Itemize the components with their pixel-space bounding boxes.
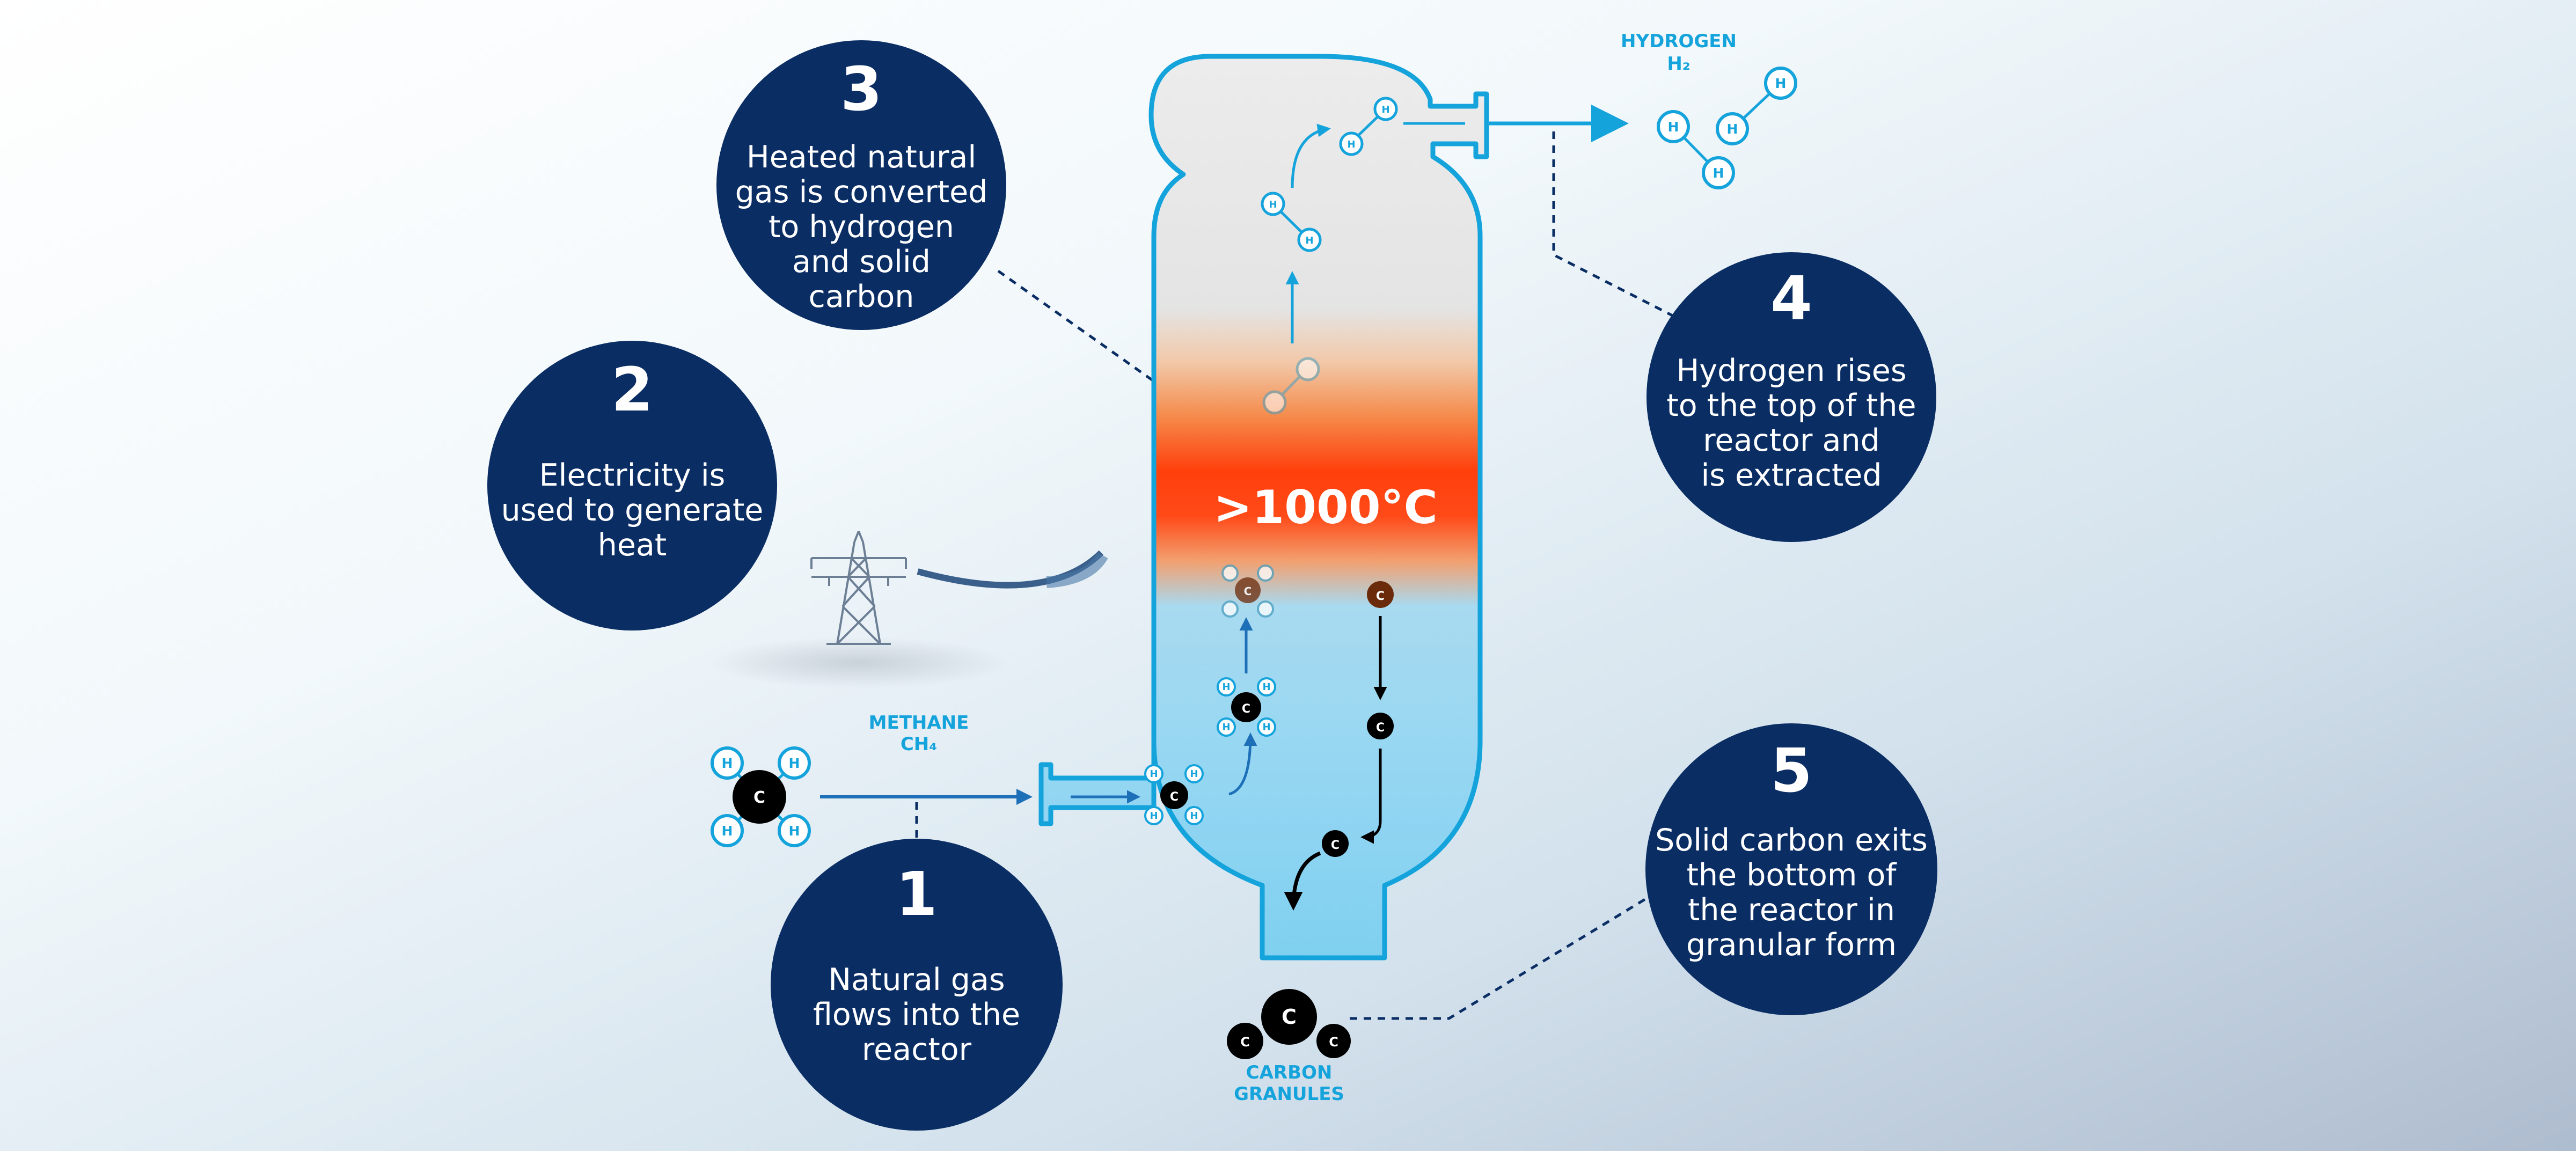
step-line: to the top of the	[1666, 388, 1916, 423]
step-2: 2 Electricity is used to generate heat	[487, 341, 777, 631]
step-line: carbon	[809, 279, 914, 314]
step-number: 1	[896, 860, 938, 929]
svg-text:H: H	[1222, 681, 1230, 693]
svg-text:H: H	[1381, 104, 1389, 115]
svg-text:H: H	[1262, 722, 1270, 733]
svg-text:H: H	[1713, 165, 1724, 181]
svg-text:H: H	[1727, 121, 1738, 137]
step-1: 1 Natural gas flows into the reactor	[771, 839, 1063, 1131]
svg-text:H: H	[1668, 119, 1679, 135]
hot-methane-molecule: C	[1221, 564, 1274, 618]
svg-text:C: C	[1244, 585, 1252, 598]
svg-text:HYDROGEN: HYDROGEN	[1621, 31, 1737, 52]
svg-text:C: C	[1376, 590, 1385, 603]
hydrogen-label: HYDROGEN H₂	[1621, 31, 1737, 75]
pylon-icon	[708, 531, 1009, 688]
svg-text:H: H	[1150, 768, 1158, 780]
step-line: Natural gas	[828, 962, 1005, 998]
leader-line-step-3	[997, 269, 1257, 455]
step-line: reactor and	[1703, 423, 1880, 458]
leader-line-step-5	[1350, 895, 1651, 1020]
svg-text:H: H	[722, 823, 733, 839]
svg-text:H: H	[789, 823, 800, 839]
svg-text:H: H	[722, 756, 733, 771]
svg-text:H: H	[789, 756, 800, 771]
step-line: reactor	[862, 1032, 972, 1067]
temperature-label: >1000°C	[1213, 481, 1438, 534]
svg-text:H: H	[1190, 768, 1198, 780]
step-line: gas is converted	[735, 174, 988, 210]
leader-lines	[915, 131, 1681, 1020]
step-line: granular form	[1686, 927, 1897, 963]
step-line: heat	[598, 527, 667, 563]
svg-text:METHANE: METHANE	[869, 712, 969, 734]
carbon-descent: C C C	[1284, 581, 1394, 911]
carbon-granules-icon: C C C	[1227, 989, 1351, 1059]
step-number: 2	[611, 355, 653, 425]
step-line: used to generate	[501, 493, 764, 528]
step-line: Electricity is	[539, 458, 726, 493]
svg-text:C: C	[753, 788, 765, 807]
step-line: and solid	[792, 244, 931, 280]
svg-text:C: C	[1376, 721, 1385, 735]
step-line: Heated natural	[747, 140, 976, 175]
step-number: 5	[1770, 736, 1812, 806]
inner-methane-molecule-1: H H H H C	[1144, 764, 1204, 825]
hydrogen-molecule-icon: H H H H	[1657, 67, 1797, 189]
methane-molecule-icon: H H H H C	[711, 746, 811, 847]
svg-text:H: H	[1150, 810, 1158, 822]
step-line: flows into the	[813, 997, 1020, 1032]
step-5: 5 Solid carbon exits the bottom of the r…	[1645, 723, 1937, 1015]
step-number: 3	[840, 55, 882, 124]
pylon-shadow	[708, 637, 1009, 688]
power-cable	[917, 550, 1104, 589]
svg-text:CARBON: CARBON	[1246, 1062, 1333, 1083]
step-line: the reactor in	[1688, 892, 1895, 928]
step-line: is extracted	[1701, 458, 1882, 493]
svg-text:C: C	[1170, 790, 1179, 804]
svg-text:H: H	[1262, 681, 1270, 693]
step-line: the bottom of	[1687, 857, 1898, 893]
step-number: 4	[1770, 264, 1812, 334]
svg-text:GRANULES: GRANULES	[1234, 1083, 1344, 1105]
inner-methane-molecule-2: H H H H C	[1217, 677, 1276, 737]
svg-text:H₂: H₂	[1667, 53, 1690, 75]
svg-text:H: H	[1190, 810, 1198, 822]
svg-text:C: C	[1242, 702, 1250, 716]
carbon-granules-label: CARBON GRANULES	[1234, 1062, 1344, 1105]
step-line: to hydrogen	[769, 209, 954, 245]
step-line: Solid carbon exits	[1655, 823, 1928, 858]
step-line: Hydrogen rises	[1676, 353, 1906, 388]
svg-text:C: C	[1329, 1035, 1338, 1050]
hydrogen-rising: H H H H	[1261, 97, 1465, 415]
svg-text:C: C	[1331, 839, 1340, 852]
step-4: 4 Hydrogen rises to the top of the react…	[1646, 252, 1936, 542]
methane-label: METHANE CH₄	[869, 712, 969, 755]
svg-text:H: H	[1222, 722, 1230, 733]
svg-text:H: H	[1347, 139, 1355, 150]
svg-text:C: C	[1282, 1005, 1297, 1029]
svg-text:H: H	[1269, 199, 1277, 210]
svg-text:CH₄: CH₄	[901, 734, 937, 755]
step-3: 3 Heated natural gas is converted to hyd…	[716, 40, 1006, 330]
svg-text:H: H	[1775, 76, 1787, 91]
svg-text:H: H	[1305, 235, 1313, 246]
svg-text:C: C	[1240, 1035, 1250, 1050]
